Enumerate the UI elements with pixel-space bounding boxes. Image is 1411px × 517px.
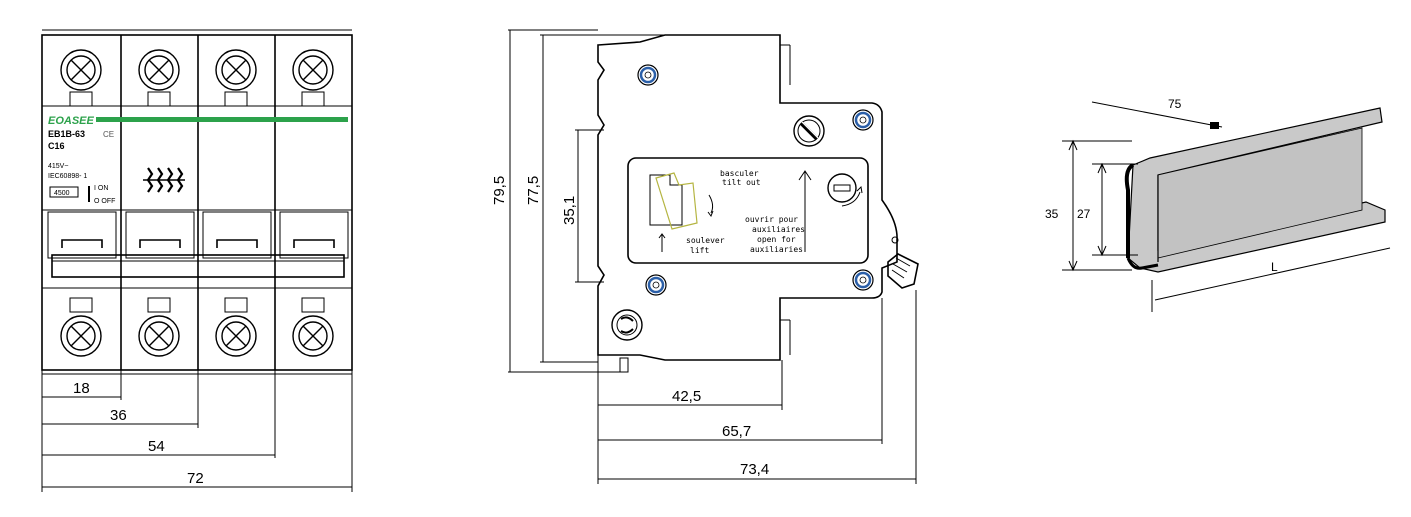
dim-rail-height: 35 [1045, 207, 1059, 221]
label-panel [627, 157, 869, 264]
dim-65-7: 65,7 [722, 423, 751, 440]
bottom-terminals [42, 297, 352, 375]
dim-79-5: 79,5 [491, 176, 508, 205]
front-dimensions: 18 36 54 72 [41, 370, 353, 492]
brand-logo: EOASEE [48, 115, 95, 127]
breaker-front-view: EOASEE EB1B-63 CE C16 415V~ IEC60898- 1 … [41, 29, 353, 492]
din-rail: 75 35 27 L [1045, 97, 1391, 312]
dim-18: 18 [73, 380, 90, 397]
label-open-fr2: auxiliaires [752, 225, 805, 234]
label-lift-en: lift [690, 246, 709, 255]
dim-42-5: 42,5 [672, 388, 701, 405]
circuit-symbols [143, 167, 185, 193]
model-label: EB1B-63 [48, 129, 85, 139]
standard-label: IEC60898- 1 [48, 173, 87, 180]
breaker-side-view: basculer tilt out ouvrir pour auxiliaire… [491, 29, 919, 484]
top-terminals [42, 49, 352, 107]
label-open-en2: auxiliaries [750, 245, 803, 254]
rotary-knob [827, 173, 863, 207]
capacity-box [49, 186, 79, 198]
voltage-label: 415V~ [48, 163, 68, 170]
dim-rail-inner: 27 [1077, 207, 1091, 221]
dim-36: 36 [110, 407, 127, 424]
din-clip [887, 236, 919, 289]
on-label: I ON [94, 185, 108, 192]
off-label: O OFF [94, 198, 115, 205]
breaking-capacity: 4500 [54, 190, 70, 197]
brand-stripe [96, 117, 348, 122]
label-tilt-en: tilt out [722, 178, 761, 187]
dim-72: 72 [187, 470, 204, 487]
toggle-handles [47, 211, 349, 259]
label-lift-fr: soulever [686, 236, 725, 245]
slotted-screw [793, 115, 825, 147]
label-tilt-fr: basculer [720, 169, 759, 178]
side-body [597, 34, 898, 361]
label-open-fr: ouvrir pour [745, 215, 798, 224]
breaker-body [41, 34, 353, 371]
ce-mark: CE [103, 130, 114, 139]
tilt-diagram [649, 172, 714, 252]
lock-symbol [611, 309, 643, 341]
rating-label: C16 [48, 141, 65, 151]
dim-rail-length: L [1271, 260, 1278, 274]
dim-54: 54 [148, 438, 165, 455]
blue-screws [637, 64, 874, 296]
side-dimensions: 79,5 77,5 35,1 42,5 65,7 73,4 [491, 29, 917, 484]
dim-77-5: 77,5 [525, 176, 542, 205]
dim-73-4: 73,4 [740, 461, 769, 478]
dim-rail-width: 75 [1168, 97, 1182, 111]
dim-35-1: 35,1 [561, 196, 578, 225]
label-open-en: open for [757, 235, 796, 244]
handle-bar [51, 254, 345, 278]
